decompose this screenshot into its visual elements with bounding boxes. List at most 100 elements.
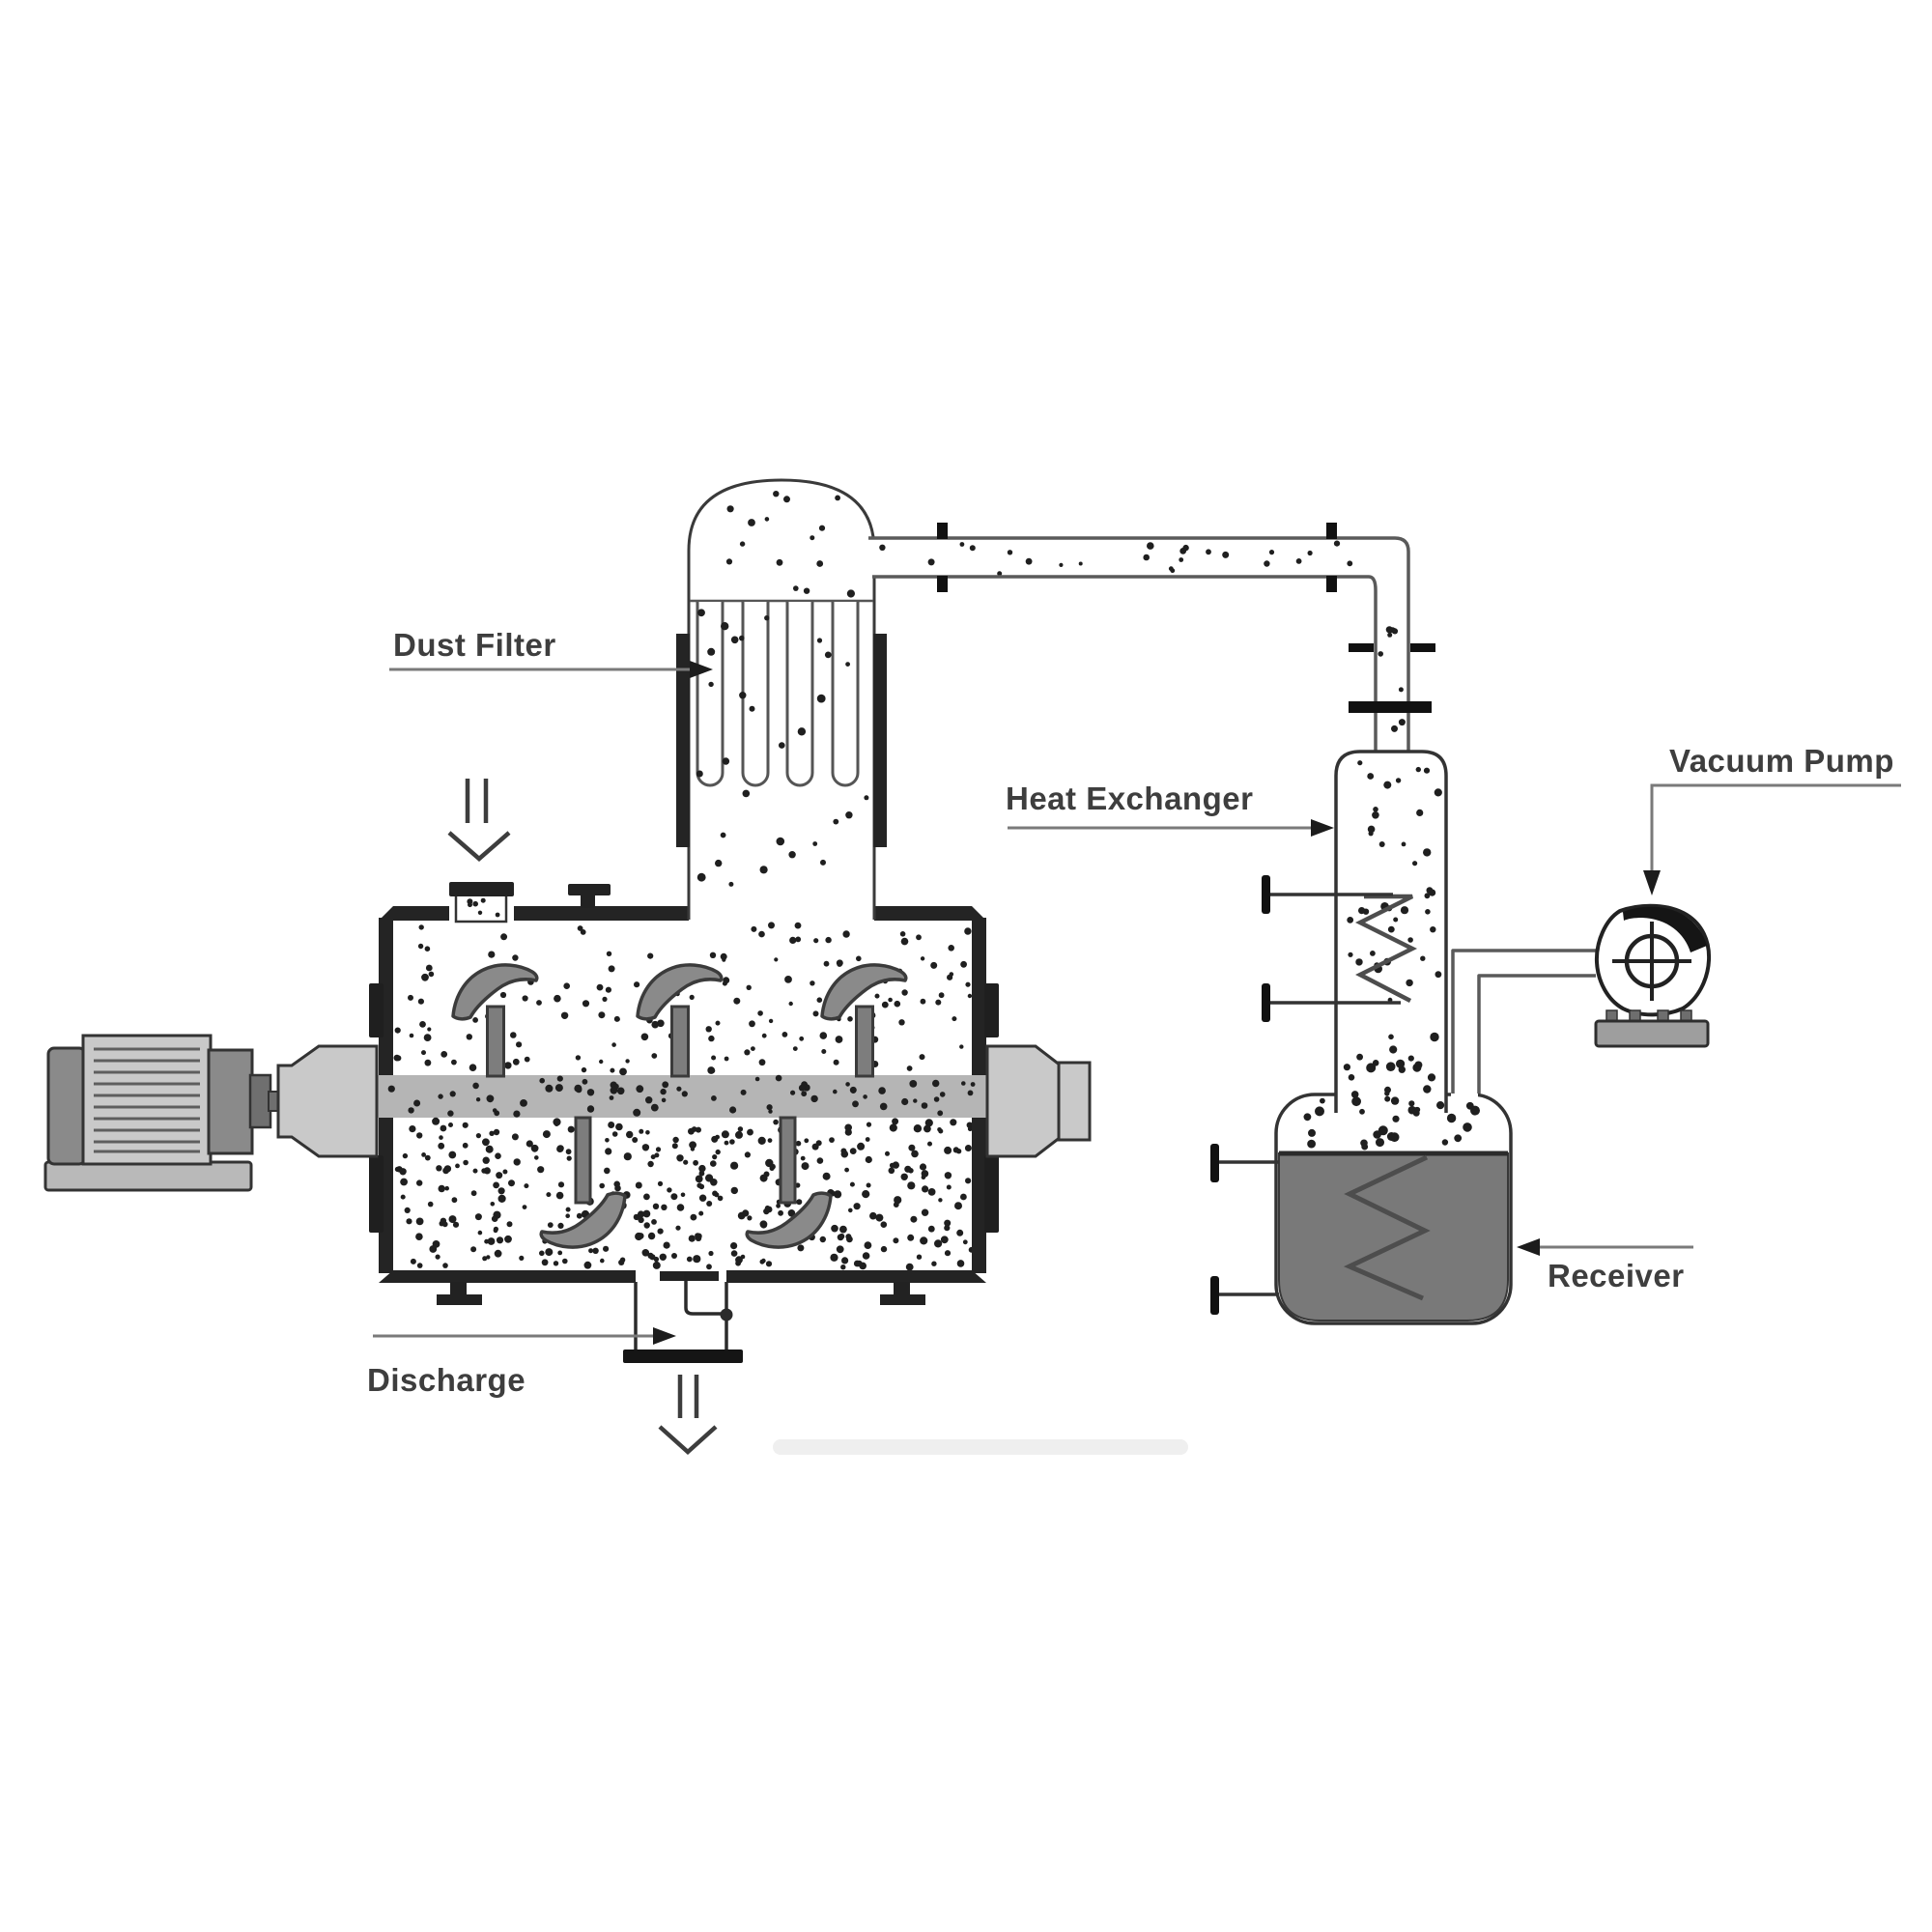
- leg-stem: [450, 1282, 467, 1297]
- discharge-chute: [623, 1271, 743, 1363]
- paddle-stem: [670, 1005, 690, 1078]
- vacuum-pump-leader: [1650, 783, 1901, 872]
- paddle-stem: [574, 1116, 592, 1205]
- dust-filter-label: Dust Filter: [393, 627, 556, 663]
- feed-arrow: [447, 779, 511, 862]
- shaft-coupling: [248, 1073, 272, 1129]
- suction-pipe-inner: [1477, 974, 1596, 1094]
- paddle-stem: [486, 1005, 505, 1078]
- motor-drive-end: [207, 1048, 254, 1155]
- discharge-arrowhead: [653, 1327, 676, 1345]
- pipe-fill: [868, 537, 1408, 752]
- agitator-shaft-band: [370, 1075, 995, 1118]
- support-legs: [437, 1282, 925, 1305]
- vessel-walls: [369, 906, 999, 1283]
- lower-paddles: [539, 1116, 833, 1249]
- vent-port-stem: [581, 895, 595, 908]
- pump-feet: [1605, 1009, 1692, 1023]
- paddle-stem: [855, 1005, 874, 1078]
- bearing-housing: [985, 1044, 1092, 1158]
- paddle-blade: [745, 1191, 833, 1249]
- pipe-inner-edge: [872, 575, 1378, 752]
- paddle-dryer-vessel: [369, 882, 999, 1363]
- hx-coil: [1354, 894, 1418, 1003]
- wall-block: [984, 1155, 999, 1233]
- vent-port-cap: [568, 884, 611, 895]
- discharge-flange: [623, 1350, 743, 1363]
- feed-port-flange: [449, 882, 514, 896]
- heat-exchanger-label: Heat Exchanger: [1006, 781, 1253, 816]
- top-wall-segment: [514, 906, 689, 921]
- hx-nozzles: [1262, 875, 1401, 1022]
- discharge-label: Discharge: [367, 1362, 526, 1398]
- vapor-pipe: [868, 523, 1435, 752]
- filter-dots: [696, 491, 869, 887]
- right-wall-upper: [972, 918, 986, 1075]
- vessel-particle-dots: [387, 922, 976, 1271]
- bearing-end: [1057, 1061, 1092, 1142]
- discharge-valve-line: [684, 1281, 724, 1316]
- heat-exchanger-arrowhead: [1311, 819, 1334, 837]
- right-wall-lower: [972, 1118, 986, 1273]
- drive-motor: [43, 1034, 379, 1192]
- upper-paddles: [451, 963, 908, 1078]
- dust-filter: [676, 478, 887, 920]
- paddle-blade: [451, 963, 539, 1021]
- filter-side-band: [676, 634, 690, 847]
- corner-bevel: [972, 1270, 986, 1283]
- dust-filter-arrowhead: [690, 661, 713, 678]
- bearing-block: [985, 1044, 1063, 1158]
- top-wall-segment: [874, 906, 972, 921]
- motor-fins: [94, 1047, 200, 1153]
- wall-block: [984, 983, 999, 1037]
- wall-block: [369, 1155, 384, 1233]
- corner-bevel: [972, 906, 986, 921]
- suction-pipe-fill: [1451, 950, 1594, 1101]
- top-wall-segment: [393, 906, 449, 921]
- vacuum-pump: [1594, 903, 1712, 1048]
- receiver-coil: [1343, 1154, 1431, 1301]
- paddle-blade: [820, 963, 908, 1021]
- pump-base: [1594, 1019, 1710, 1048]
- bottom-wall-segment: [726, 1270, 972, 1283]
- chute-inner-flange: [660, 1271, 719, 1281]
- annotations: Dust Filter Heat Exchanger Vacuum Pump R…: [367, 627, 1901, 1398]
- wall-block: [369, 983, 384, 1037]
- feed-port-body: [454, 893, 508, 923]
- feed-port-dots: [467, 897, 500, 918]
- pump-crescent: [1623, 906, 1707, 952]
- paddle-blade: [539, 1191, 627, 1249]
- receiver-label: Receiver: [1548, 1258, 1685, 1293]
- pipe-outer-edge: [868, 536, 1410, 752]
- feed-inlet-port: [449, 882, 514, 923]
- valve-pivot: [720, 1308, 733, 1321]
- vent-port: [568, 884, 611, 908]
- bottom-wall-segment: [393, 1270, 636, 1283]
- motor-end-cap: [46, 1046, 87, 1166]
- corner-bevel: [379, 906, 393, 921]
- motor-base: [43, 1160, 253, 1192]
- motor-body: [81, 1034, 213, 1166]
- receiver-nozzles: [1210, 1144, 1279, 1315]
- vacuum-suction-pipe: [1451, 949, 1596, 1101]
- vacuum-pump-label: Vacuum Pump: [1669, 743, 1894, 779]
- condensate-liquid: [1278, 1152, 1509, 1321]
- leg-foot: [880, 1294, 925, 1305]
- chute-interior: [638, 1282, 724, 1350]
- suction-pipe-outer: [1451, 949, 1596, 1094]
- coupling-bell: [276, 1044, 379, 1158]
- receiver-dots: [1303, 1097, 1480, 1151]
- pipe-dots: [879, 540, 1406, 732]
- leg-foot: [437, 1294, 482, 1305]
- paddle-blade: [636, 963, 724, 1021]
- leg-stem: [894, 1282, 910, 1297]
- receiver-contents: [1210, 1097, 1509, 1321]
- pipe-flanges: [937, 523, 1435, 713]
- filter-elements: [696, 602, 860, 787]
- corner-bevel: [379, 1270, 393, 1283]
- heat-exchanger: [1262, 750, 1448, 1113]
- discharge-arrow: [658, 1375, 718, 1456]
- paddle-stem: [779, 1116, 797, 1205]
- vacuum-pump-arrowhead: [1643, 870, 1661, 895]
